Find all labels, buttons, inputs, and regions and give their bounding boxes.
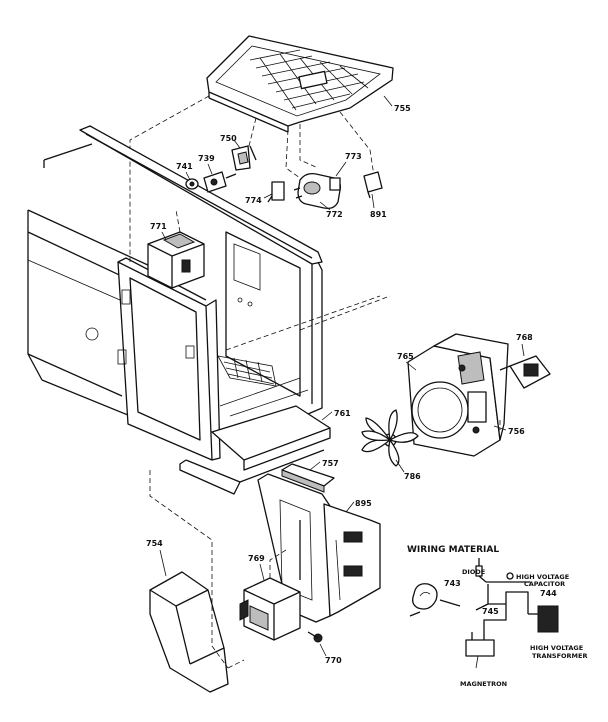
label-895: 895	[355, 499, 372, 508]
part-741-knob	[185, 178, 199, 190]
part-786-fan	[361, 409, 419, 467]
label-768: 768	[516, 333, 533, 342]
part-772-773-motor	[293, 172, 342, 210]
label-743: 743	[444, 579, 461, 588]
wiring-title: WIRING MATERIAL	[407, 545, 499, 555]
part-768-switch	[499, 355, 551, 389]
part-895-bracket	[257, 473, 381, 623]
label-773: 773	[345, 152, 362, 161]
part-754-cover	[149, 571, 229, 693]
label-774: 774	[245, 196, 262, 205]
label-761: 761	[334, 409, 351, 418]
leader-lines-top	[129, 95, 375, 262]
label-771: 771	[150, 222, 167, 231]
part-770-screw	[307, 631, 323, 643]
part-750-bracket	[231, 145, 257, 171]
part-739-switch	[203, 171, 237, 193]
part-757-bar	[281, 463, 335, 493]
label-757: 757	[322, 459, 339, 468]
label-770: 770	[325, 656, 342, 665]
part-769-transformer	[239, 577, 301, 641]
label-754: 754	[146, 539, 163, 548]
part-771-box	[147, 209, 205, 289]
label-capacitor-2: CAPACITOR	[524, 580, 565, 588]
label-magnetron: MAGNETRON	[460, 680, 507, 688]
part-labels: 755 750 741 739 773 774 772 891 771 768 …	[146, 104, 587, 688]
label-745: 745	[482, 607, 499, 616]
label-786: 786	[404, 472, 421, 481]
label-diode: DIODE	[462, 568, 485, 576]
label-741: 741	[176, 162, 193, 171]
label-765: 765	[397, 352, 414, 361]
label-capacitor-1: HIGH VOLTAGE	[516, 573, 569, 581]
label-772: 772	[326, 210, 343, 219]
fan-cover-assembly	[407, 333, 509, 457]
cabinet-frame	[27, 125, 391, 495]
label-891: 891	[370, 210, 387, 219]
label-739: 739	[198, 154, 215, 163]
label-leaders	[159, 95, 525, 669]
leader-lines-bottom	[149, 470, 287, 669]
label-744: 744	[540, 589, 557, 598]
top-cover-plate-755	[206, 35, 394, 133]
wiring-material-section: WIRING MATERIAL	[407, 545, 559, 657]
part-774-clip	[267, 181, 285, 203]
label-756: 756	[508, 427, 525, 436]
label-755: 755	[394, 104, 411, 113]
part-891-cap	[363, 171, 383, 199]
label-750: 750	[220, 134, 237, 143]
label-769: 769	[248, 554, 265, 563]
label-transformer-2: TRANSFORMER	[532, 652, 587, 660]
label-transformer-1: HIGH VOLTAGE	[530, 644, 583, 652]
